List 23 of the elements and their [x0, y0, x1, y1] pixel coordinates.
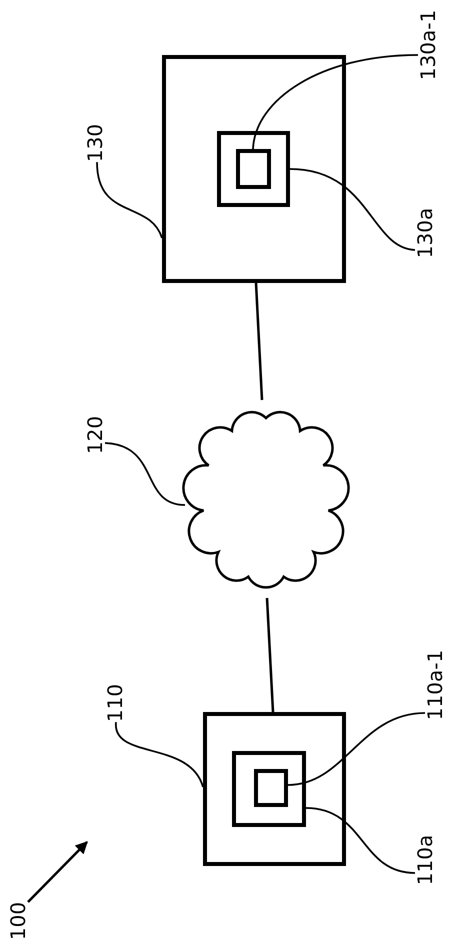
leader-line	[252, 54, 418, 150]
leader-line	[115, 722, 204, 788]
inner-block	[254, 769, 288, 807]
device-block	[203, 712, 346, 866]
reference-numeral: 110a-1	[425, 650, 445, 720]
reference-arrow	[27, 841, 88, 903]
reference-numeral: 130	[85, 124, 105, 162]
leader-line	[104, 442, 186, 506]
inner-block	[232, 751, 306, 827]
inner-block	[236, 149, 271, 189]
reference-numeral: 110	[105, 684, 125, 722]
reference-numeral: 130a-1	[418, 10, 438, 80]
reference-numeral: 110a	[415, 834, 435, 886]
leader-line	[96, 162, 163, 238]
connection-line	[266, 598, 274, 712]
reference-numeral: 130a	[415, 208, 435, 258]
device-block	[162, 55, 346, 283]
reference-numeral: 100	[8, 902, 28, 940]
reference-numeral: 120	[85, 416, 105, 454]
connection-line	[254, 282, 264, 400]
leader-line	[290, 168, 416, 251]
leader-line	[306, 807, 416, 874]
inner-block	[217, 131, 290, 207]
